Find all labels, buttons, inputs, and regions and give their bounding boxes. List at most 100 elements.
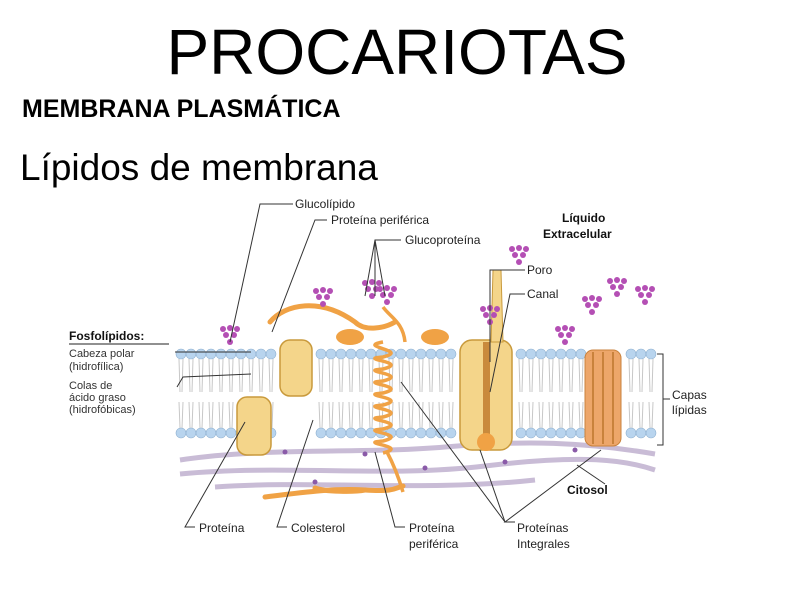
fatty-acid-tail (451, 358, 454, 393)
page-subtitle: MEMBRANA PLASMÁTICA (22, 95, 341, 123)
sugar-unit (391, 286, 397, 292)
label-hidrofobicas: (hidrofóbicas) (69, 404, 136, 416)
fatty-acid-tail (181, 358, 184, 393)
fatty-acid-tail (331, 358, 334, 393)
polar-head (355, 427, 367, 439)
section-heading: Lípidos de membrana (20, 147, 378, 188)
fatty-acid-tail (391, 358, 394, 393)
sugar-unit (384, 285, 390, 291)
polar-head (445, 427, 457, 439)
polar-head (245, 348, 257, 360)
fatty-acid-tail (341, 401, 344, 429)
label-glucoproteina: Glucoproteína (405, 233, 481, 247)
fatty-acid-tail (528, 401, 531, 429)
polar-head (325, 427, 337, 439)
fatty-acid-tail (241, 358, 244, 393)
fatty-acid-tail (651, 401, 654, 429)
polar-head (525, 348, 537, 360)
fatty-acid-tail (558, 401, 561, 429)
sugar-cluster (509, 245, 529, 265)
polar-head (195, 427, 207, 439)
page-title: PROCARIOTAS (166, 16, 628, 88)
fatty-acid-tail (201, 401, 204, 429)
sugar-unit (618, 284, 624, 290)
fatty-acid-tail (358, 401, 361, 429)
fatty-acid-tail (628, 358, 631, 393)
sugar-unit (388, 292, 394, 298)
fatty-acid-tail (368, 401, 371, 429)
sugar-unit (516, 259, 522, 265)
fatty-acid-tail (221, 401, 224, 429)
fatty-acid-tail (531, 401, 534, 429)
fatty-acid-tail (411, 401, 414, 429)
fatty-acid-tail (378, 358, 381, 393)
fatty-acid-tail (371, 358, 374, 393)
sugar-unit (593, 302, 599, 308)
fatty-acid-tail (258, 358, 261, 393)
sugar-unit (621, 278, 627, 284)
sugar-unit (320, 301, 326, 307)
label-acido-graso: ácido graso (69, 392, 126, 404)
polar-head (425, 427, 437, 439)
sugar-cluster (220, 325, 240, 345)
fatty-acid-tail (531, 358, 534, 393)
fatty-acid-tail (521, 401, 524, 429)
polar-head (315, 427, 327, 439)
sugar-cluster (635, 285, 655, 305)
integral-protein-left (279, 339, 313, 397)
sugar-unit (223, 332, 229, 338)
fatty-acid-tail (568, 358, 571, 393)
fatty-acid-tail (651, 358, 654, 393)
polar-head (175, 427, 187, 439)
fatty-acid-tail (541, 358, 544, 393)
fatty-acid-tail (251, 358, 254, 393)
fatty-acid-tail (518, 401, 521, 429)
fatty-acid-tail (338, 358, 341, 393)
polar-head (395, 427, 407, 439)
sugar-unit (607, 278, 613, 284)
sugar-unit (480, 306, 486, 312)
fatty-acid-tail (538, 401, 541, 429)
sugar-cluster (377, 285, 397, 305)
label-glucolipido: Glucolípido (295, 197, 355, 211)
fatty-acid-tail (198, 358, 201, 393)
polar-head (625, 427, 637, 439)
sugar-unit (376, 280, 382, 286)
pore-channel-protein (459, 339, 513, 451)
sugar-unit (227, 325, 233, 331)
polar-head (565, 427, 577, 439)
polar-head (345, 427, 357, 439)
label-extracelular: Extracelular (543, 227, 612, 241)
fatty-acid-tail (401, 401, 404, 429)
fatty-acid-tail (631, 401, 634, 429)
label-colesterol: Colesterol (291, 521, 345, 535)
fatty-acid-tail (428, 358, 431, 393)
fatty-acid-tail (641, 401, 644, 429)
fatty-acid-tail (548, 401, 551, 429)
fatty-acid-tail (628, 401, 631, 429)
fatty-acid-tail (328, 358, 331, 393)
sugar-unit (614, 277, 620, 283)
polar-head (415, 427, 427, 439)
polar-head (335, 427, 347, 439)
sugar-unit (558, 332, 564, 338)
label-capas: Capas (672, 388, 707, 402)
fatty-acid-tail (231, 358, 234, 393)
fatty-acid-tail (421, 401, 424, 429)
fatty-acid-tail (398, 358, 401, 393)
fatty-acid-tail (408, 358, 411, 393)
polar-head (405, 348, 417, 360)
sugar-unit (582, 296, 588, 302)
label-lipidas: lípidas (672, 403, 707, 417)
fatty-acid-tail (641, 358, 644, 393)
polar-head (175, 348, 187, 360)
fatty-acid-tail (341, 358, 344, 393)
sugar-cluster (555, 325, 575, 345)
polar-head (555, 427, 567, 439)
polar-head (225, 348, 237, 360)
fatty-acid-tail (541, 401, 544, 429)
fatty-acid-tail (441, 358, 444, 393)
helical-glycoprotein (373, 305, 407, 493)
fatty-acid-tail (571, 358, 574, 393)
fatty-acid-tail (448, 358, 451, 393)
